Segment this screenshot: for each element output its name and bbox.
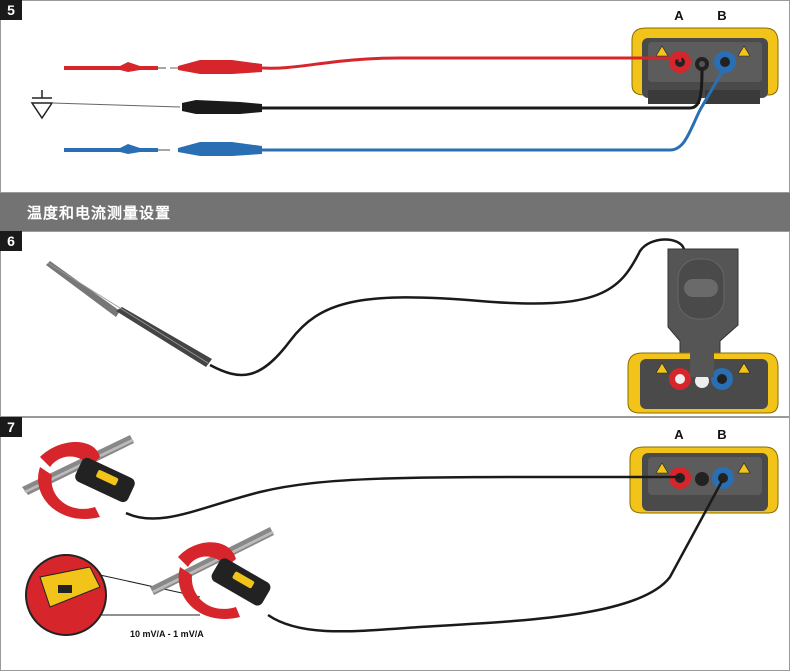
meter-device-top: A B (631, 8, 779, 104)
clamp-scale-label: 10 mV/A - 1 mV/A (130, 629, 204, 639)
meter-device-middle (627, 248, 779, 414)
black-test-lead (182, 69, 704, 114)
clamp-1-cable (125, 475, 681, 520)
step-5-illustration: A B (30, 8, 779, 156)
input-b-label: B (717, 8, 726, 23)
section-banner: 温度和电流测量设置 (0, 193, 790, 231)
step-6-illustration (46, 238, 779, 414)
section-title: 温度和电流测量设置 (27, 204, 172, 222)
step-5-badge: 5 (0, 0, 22, 20)
input-a-label: A (674, 8, 684, 23)
step-7-illustration: A B 10 mV/A - 1 mV/A (22, 427, 779, 639)
input-a-label-2: A (674, 427, 684, 442)
step-6-badge: 6 (0, 231, 22, 251)
meter-device-bottom: A B (629, 427, 779, 514)
step-7-badge: 7 (0, 417, 22, 437)
current-clamp-1 (22, 435, 135, 519)
current-clamp-2 (150, 527, 274, 619)
temperature-probe (46, 261, 212, 367)
clamp-2-cable (267, 480, 724, 633)
ground-symbol (30, 90, 181, 120)
step-5-panel: 5 A B (0, 0, 790, 193)
step-6-panel: 6 (0, 231, 790, 417)
magnified-inset: 10 mV/A - 1 mV/A (25, 554, 204, 639)
red-test-lead (64, 56, 682, 74)
step-7-panel: 7 A B (0, 417, 790, 671)
blue-test-lead (64, 71, 724, 156)
probe-cable (209, 238, 686, 377)
input-b-label-2: B (717, 427, 726, 442)
